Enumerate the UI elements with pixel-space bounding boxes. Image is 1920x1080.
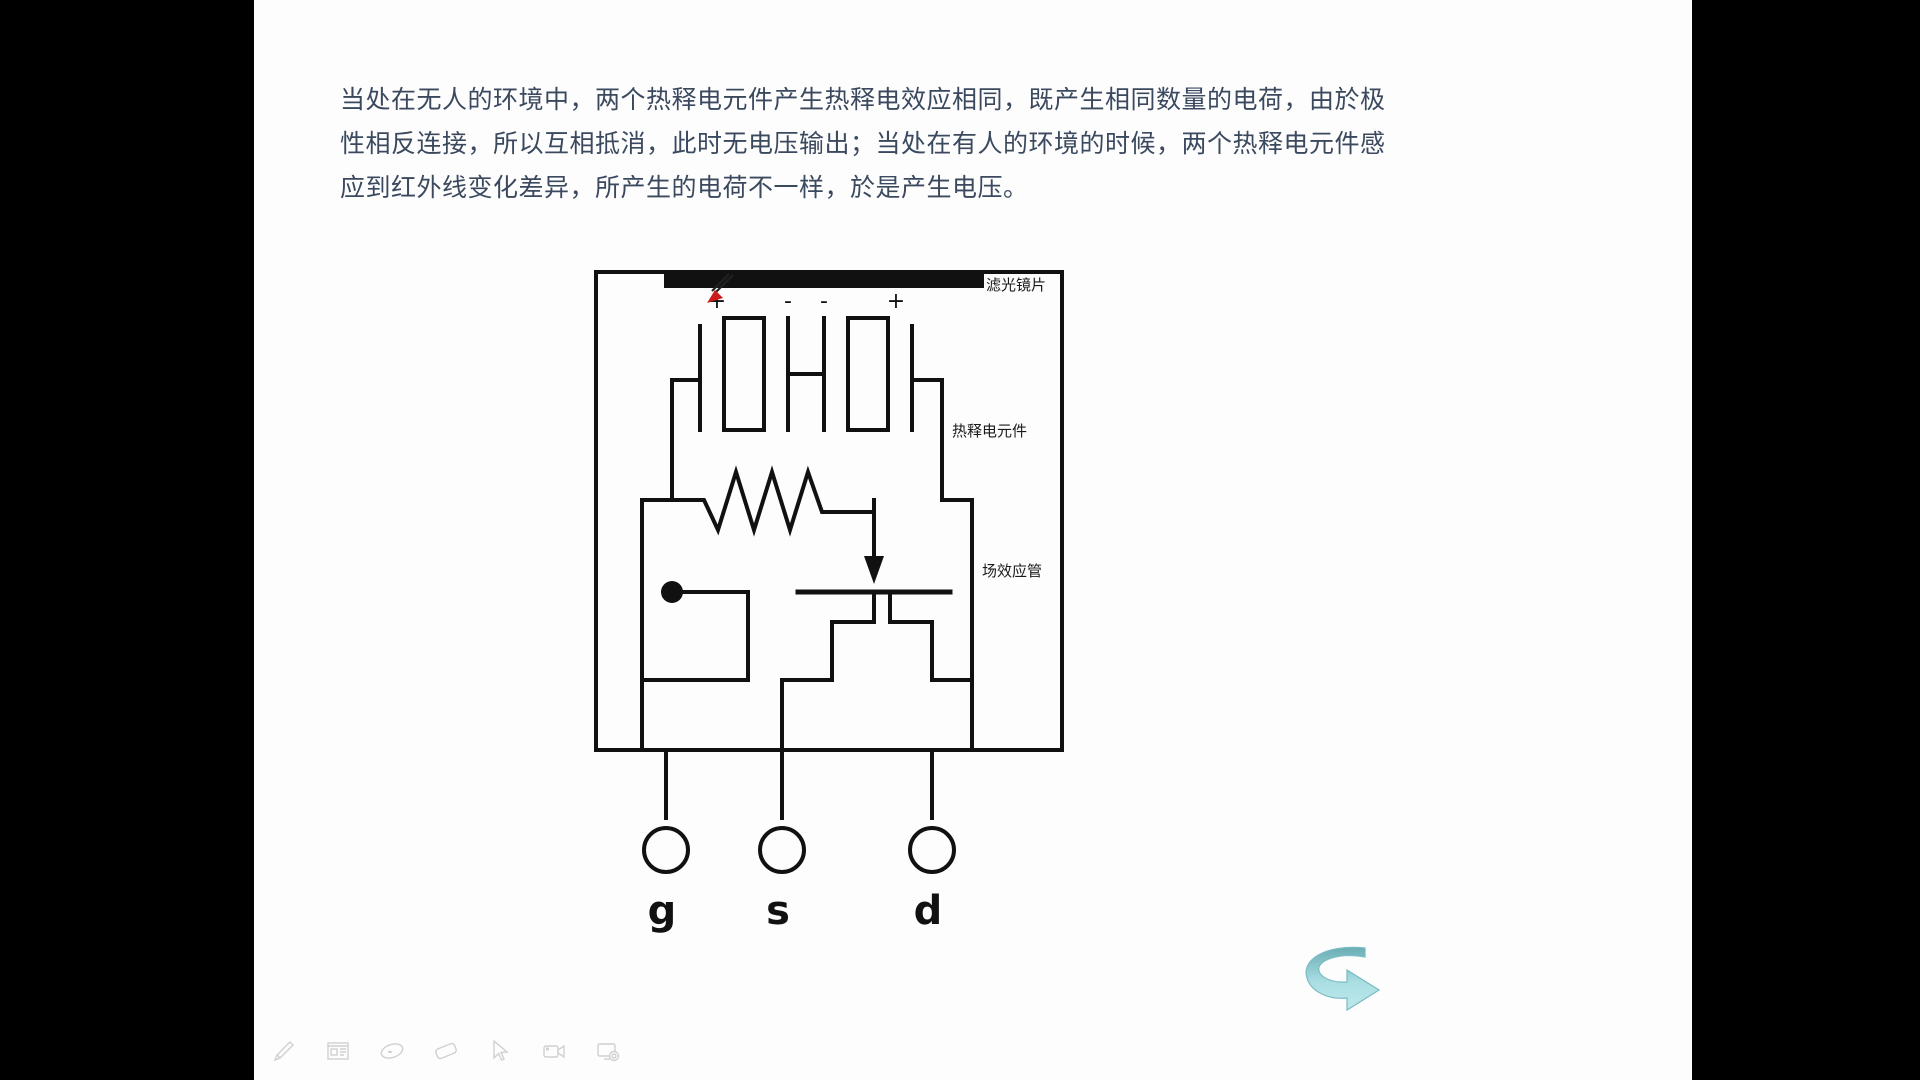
terminal-label-g: g	[648, 888, 677, 934]
polarity-marks: + - - +	[708, 289, 905, 314]
terminal-circle-g	[642, 826, 690, 874]
video-camera-icon[interactable]	[532, 1031, 576, 1071]
terminal-circle-s	[758, 826, 806, 874]
cursor-icon[interactable]	[478, 1031, 522, 1071]
polarity-mark-3: +	[887, 289, 905, 314]
annotation-toolbar[interactable]	[254, 1022, 1692, 1080]
paragraph-line-1: 当处在无人的环境中，两个热释电元件产生热释电效应相同，既产生相同数量的电荷，由於…	[340, 85, 1386, 114]
slide-paragraph: 当处在无人的环境中，两个热释电元件产生热释电效应相同，既产生相同数量的电荷，由於…	[340, 78, 1570, 210]
curved-arrow-icon[interactable]	[1295, 938, 1387, 1018]
pen-icon[interactable]	[262, 1031, 306, 1071]
polarity-mark-2: -	[820, 289, 828, 314]
fet-arrowhead	[864, 556, 884, 584]
terminal-label-s: s	[766, 888, 790, 934]
diagram-labels: 滤光镜片 热释电元件 场效应管	[952, 276, 1046, 580]
screen-share-icon[interactable]	[586, 1031, 630, 1071]
label-filter-lens: 滤光镜片	[986, 276, 1046, 294]
label-pyroelectric-element: 热释电元件	[952, 422, 1027, 440]
laser-pointer-icon[interactable]	[370, 1031, 414, 1071]
slide-canvas[interactable]: 当处在无人的环境中，两个热释电元件产生热释电效应相同，既产生相同数量的电荷，由於…	[254, 0, 1692, 1080]
terminal-label-d: d	[914, 888, 943, 934]
polarity-mark-1: -	[784, 289, 792, 314]
eraser-icon[interactable]	[424, 1031, 468, 1071]
paragraph-line-2: 性相反连接，所以互相抵消，此时无电压输出；当处在有人的环境的时候，两个热释电元件…	[340, 129, 1386, 158]
whiteboard-icon[interactable]	[316, 1031, 360, 1071]
filter-lens-bar	[664, 272, 984, 288]
label-fet: 场效应管	[982, 562, 1042, 580]
pen-cursor-icon	[703, 272, 737, 306]
circuit-diagram: + - - + 滤光镜片 热释电元件 场效应管	[584, 260, 1114, 934]
letterbox-left	[0, 0, 254, 1080]
paragraph-line-3: 应到红外线变化差异，所产生的电荷不一样，於是产生电压。	[340, 173, 1029, 202]
terminal-circle-d	[908, 826, 956, 874]
letterbox-right	[1692, 0, 1920, 1080]
